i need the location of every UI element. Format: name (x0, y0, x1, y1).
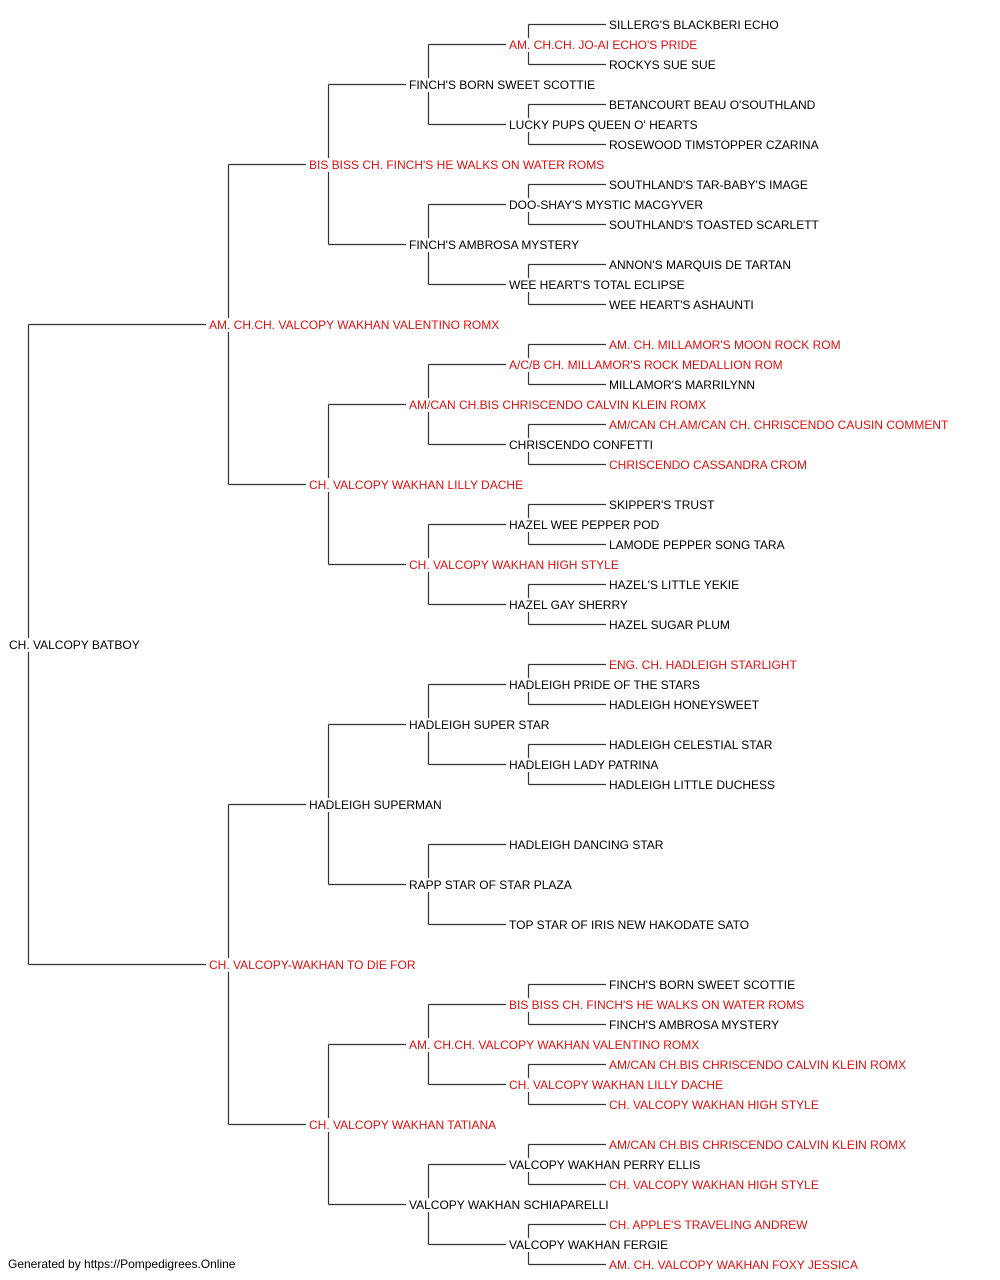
pedigree-entry: HADLEIGH LADY PATRINA (508, 757, 660, 772)
pedigree-entry: AM. CH. VALCOPY WAKHAN FOXY JESSICA (608, 1257, 859, 1272)
pedigree-entry: AM. CH.CH. VALCOPY WAKHAN VALENTINO ROMX (208, 317, 501, 332)
pedigree-entry: HAZEL WEE PEPPER POD (508, 517, 661, 532)
pedigree-entry: MILLAMOR'S MARRILYNN (608, 377, 757, 392)
pedigree-entry: CH. VALCOPY WAKHAN TATIANA (308, 1117, 498, 1132)
pedigree-entry: SOUTHLAND'S TAR-BABY'S IMAGE (608, 177, 809, 192)
pedigree-entry: WEE HEART'S TOTAL ECLIPSE (508, 277, 686, 292)
pedigree-entry: CHRISCENDO CASSANDRA CROM (608, 457, 809, 472)
pedigree-entry: CHRISCENDO CONFETTI (508, 437, 654, 452)
pedigree-entry: AM/CAN CH.BIS CHRISCENDO CALVIN KLEIN RO… (608, 1137, 908, 1152)
pedigree-entry: ROSEWOOD TIMSTOPPER CZARINA (608, 137, 820, 152)
pedigree-entry: AM. CH.CH. VALCOPY WAKHAN VALENTINO ROMX (408, 1037, 701, 1052)
pedigree-entry: HAZEL SUGAR PLUM (608, 617, 731, 632)
pedigree-entry: LAMODE PEPPER SONG TARA (608, 537, 786, 552)
pedigree-entry: LUCKY PUPS QUEEN O' HEARTS (508, 117, 699, 132)
pedigree-entry: TOP STAR OF IRIS NEW HAKODATE SATO (508, 917, 751, 932)
pedigree-entry: HADLEIGH PRIDE OF THE STARS (508, 677, 701, 692)
pedigree-entry: WEE HEART'S ASHAUNTI (608, 297, 755, 312)
pedigree-entry: AM/CAN CH.AM/CAN CH. CHRISCENDO CAUSIN C… (608, 417, 950, 432)
pedigree-entry: VALCOPY WAKHAN PERRY ELLIS (508, 1157, 702, 1172)
pedigree-entry: AM. CH. MILLAMOR'S MOON ROCK ROM (608, 337, 842, 352)
pedigree-entry: DOO-SHAY'S MYSTIC MACGYVER (508, 197, 705, 212)
pedigree-entry: HADLEIGH DANCING STAR (508, 837, 665, 852)
pedigree-entry: HAZEL GAY SHERRY (508, 597, 629, 612)
pedigree-entry: SKIPPER'S TRUST (608, 497, 716, 512)
pedigree-entry: HADLEIGH SUPER STAR (408, 717, 551, 732)
pedigree-entry: SILLERG'S BLACKBERI ECHO (608, 17, 780, 32)
pedigree-entry: CH. APPLE'S TRAVELING ANDREW (608, 1217, 809, 1232)
pedigree-entry: BIS BISS CH. FINCH'S HE WALKS ON WATER R… (308, 157, 606, 172)
pedigree-entry: AM. CH.CH. JO-AI ECHO'S PRIDE (508, 37, 699, 52)
pedigree-entry: HADLEIGH HONEYSWEET (608, 697, 761, 712)
footer-credit: Generated by https://Pompedigrees.Online (8, 1257, 236, 1271)
pedigree-entry: ROCKYS SUE SUE (608, 57, 717, 72)
pedigree-entry: HAZEL'S LITTLE YEKIE (608, 577, 741, 592)
pedigree-entry: CH. VALCOPY WAKHAN LILLY DACHE (508, 1077, 725, 1092)
pedigree-entry: VALCOPY WAKHAN SCHIAPARELLI (408, 1197, 610, 1212)
pedigree-entry: HADLEIGH CELESTIAL STAR (608, 737, 774, 752)
pedigree-entry: A/C/B CH. MILLAMOR'S ROCK MEDALLION ROM (508, 357, 784, 372)
pedigree-entry: AM/CAN CH.BIS CHRISCENDO CALVIN KLEIN RO… (608, 1057, 908, 1072)
pedigree-entry: CH. VALCOPY-WAKHAN TO DIE FOR (208, 957, 417, 972)
pedigree-entry: VALCOPY WAKHAN FERGIE (508, 1237, 670, 1252)
pedigree-entry: CH. VALCOPY WAKHAN LILLY DACHE (308, 477, 525, 492)
pedigree-entry: CH. VALCOPY WAKHAN HIGH STYLE (408, 557, 620, 572)
pedigree-entry: ENG. CH. HADLEIGH STARLIGHT (608, 657, 798, 672)
pedigree-entry: FINCH'S AMBROSA MYSTERY (608, 1017, 781, 1032)
pedigree-entry: RAPP STAR OF STAR PLAZA (408, 877, 573, 892)
pedigree-entry: CH. VALCOPY WAKHAN HIGH STYLE (608, 1177, 820, 1192)
pedigree-entry: AM/CAN CH.BIS CHRISCENDO CALVIN KLEIN RO… (408, 397, 708, 412)
pedigree-entry: BIS BISS CH. FINCH'S HE WALKS ON WATER R… (508, 997, 806, 1012)
pedigree-entry: SOUTHLAND'S TOASTED SCARLETT (608, 217, 820, 232)
pedigree-entry: HADLEIGH LITTLE DUCHESS (608, 777, 777, 792)
pedigree-entry: CH. VALCOPY WAKHAN HIGH STYLE (608, 1097, 820, 1112)
pedigree-entry: CH. VALCOPY BATBOY (8, 637, 141, 652)
pedigree-entry: ANNON'S MARQUIS DE TARTAN (608, 257, 793, 272)
pedigree-entry: BETANCOURT BEAU O'SOUTHLAND (608, 97, 817, 112)
pedigree-entry: FINCH'S BORN SWEET SCOTTIE (608, 977, 797, 992)
pedigree-entry: HADLEIGH SUPERMAN (308, 797, 443, 812)
pedigree-entry: FINCH'S BORN SWEET SCOTTIE (408, 77, 597, 92)
pedigree-entry: FINCH'S AMBROSA MYSTERY (408, 237, 581, 252)
